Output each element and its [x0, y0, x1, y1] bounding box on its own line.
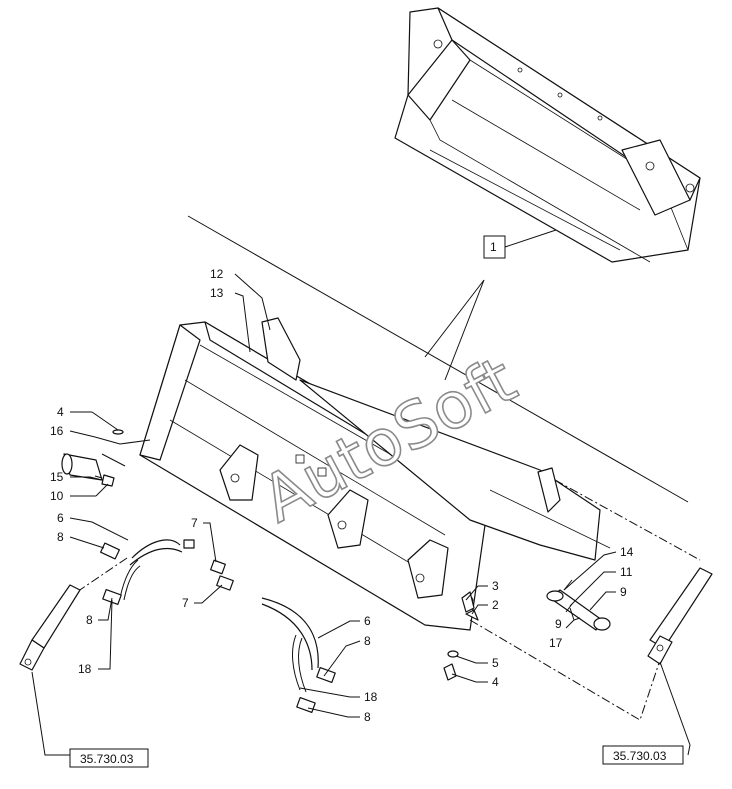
axis-line — [187, 215, 689, 503]
callout-5: 5 — [492, 656, 499, 670]
callout-8-b: 8 — [86, 613, 93, 627]
callout-2: 2 — [492, 598, 499, 612]
callout-9-right: 9 — [620, 585, 627, 599]
reference-left: 35.730.03 — [69, 748, 149, 768]
left-cylinder — [19, 584, 81, 671]
right-cylinder — [647, 567, 713, 665]
callout-18-right: 18 — [364, 690, 378, 704]
lower-bucket — [139, 317, 611, 631]
hydraulic-hoses — [100, 539, 336, 714]
callout-4-left: 4 — [57, 405, 64, 419]
callout-13: 13 — [210, 286, 224, 300]
callout-3: 3 — [492, 579, 499, 593]
callout-6-left: 6 — [57, 511, 64, 525]
callout-7-bottom: 7 — [182, 596, 189, 610]
callout-14: 14 — [620, 545, 634, 559]
reference-right: 35.730.03 — [602, 745, 684, 765]
callout-4-right: 4 — [492, 675, 499, 689]
upper-bucket-assembly — [394, 7, 701, 263]
callout-11: 11 — [620, 565, 633, 579]
callout-8-c: 8 — [364, 634, 371, 648]
callout-17: 17 — [549, 636, 563, 650]
callout-16: 16 — [50, 424, 64, 438]
callout-18-left: 18 — [78, 662, 92, 676]
callout-box-1 — [483, 235, 506, 259]
callout-8-a: 8 — [57, 530, 64, 544]
reference-right-label: 35.730.03 — [613, 749, 667, 763]
callout-15: 15 — [50, 470, 64, 484]
callouts: 1 12 13 4 16 15 10 6 8 8 18 7 7 6 8 18 8… — [50, 235, 634, 724]
callout-10: 10 — [50, 489, 64, 503]
callout-9-left: 9 — [555, 617, 562, 631]
callout-12: 12 — [210, 267, 224, 281]
left-pin-parts — [61, 411, 151, 497]
leader-lines — [31, 273, 691, 756]
right-pin-parts — [443, 579, 611, 681]
callout-6-right: 6 — [364, 614, 371, 628]
callout-8-d: 8 — [364, 710, 371, 724]
reference-left-label: 35.730.03 — [80, 752, 134, 766]
callout-7-top: 7 — [191, 516, 198, 530]
callout-1: 1 — [490, 240, 497, 254]
